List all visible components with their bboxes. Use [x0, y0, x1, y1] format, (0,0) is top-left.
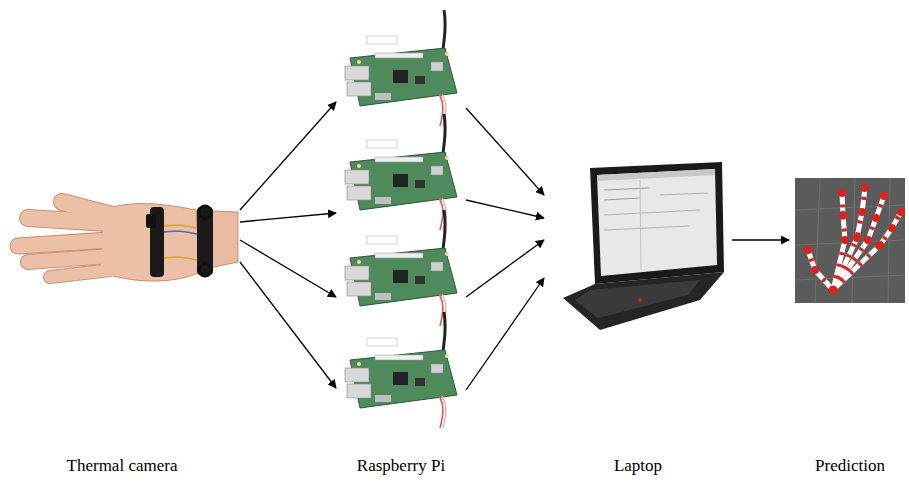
- flow-arrow: [466, 278, 544, 390]
- stage-node: Raspberry Pi: [336, 36, 466, 482]
- flow-arrow: [240, 102, 336, 210]
- stage-caption: Laptop: [544, 456, 732, 476]
- stage-node: Laptop: [544, 158, 732, 482]
- stage-caption: Raspberry Pi: [336, 456, 466, 476]
- flow-arrow: [240, 213, 336, 222]
- stage-node: Thermal camera: [4, 190, 240, 482]
- flow-arrow: [240, 240, 336, 297]
- raspberry-pi-boards: [345, 10, 457, 428]
- stage-node: Prediction: [789, 175, 909, 482]
- flow-arrow: [732, 239, 789, 240]
- hand-illustration: [18, 202, 238, 281]
- flow-arrow: [240, 262, 336, 388]
- hand-skeleton-prediction: [795, 178, 905, 303]
- laptop-illustration: [563, 162, 724, 330]
- stage-caption: Prediction: [789, 456, 909, 476]
- stage-caption: Thermal camera: [4, 456, 240, 476]
- flow-arrow: [466, 108, 544, 195]
- flow-arrow: [466, 200, 544, 218]
- flow-arrow: [466, 240, 544, 297]
